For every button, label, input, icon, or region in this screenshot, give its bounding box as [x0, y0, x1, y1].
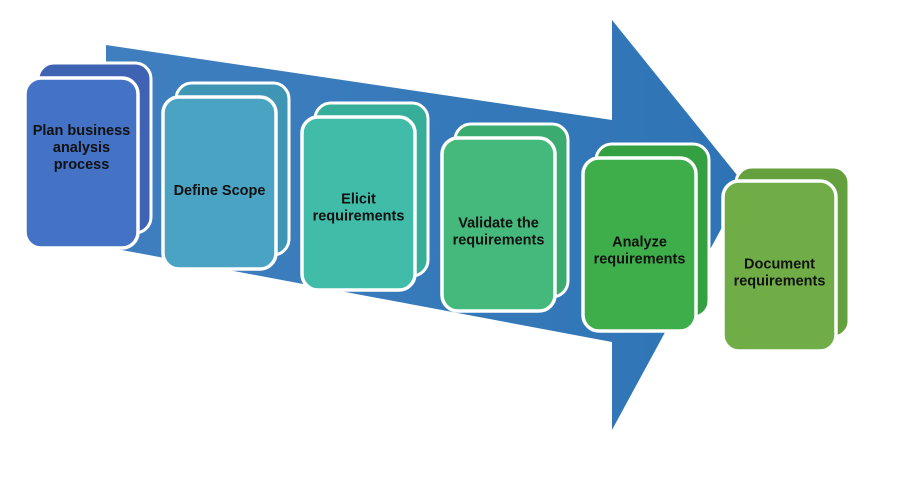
step-label-line: Validate the [458, 216, 539, 232]
step-card [581, 156, 698, 333]
step-label-line: Elicit [341, 192, 376, 208]
step-label-line: Document [744, 257, 815, 273]
step-card [161, 95, 278, 271]
step-label-line: requirements [453, 233, 545, 249]
step-card [300, 115, 417, 292]
step-label-line: Analyze [612, 235, 667, 251]
step-label-line: process [54, 157, 110, 173]
step-label-line: Define Scope [174, 183, 266, 199]
step-label-line: analysis [53, 140, 110, 156]
step-label-line: requirements [594, 252, 686, 268]
step-label-line: requirements [313, 209, 405, 225]
step-card [23, 76, 140, 250]
step-2: Define Scope [161, 81, 291, 271]
step-label-line: Plan business [33, 123, 131, 139]
step-card [721, 179, 838, 353]
step-card [440, 136, 557, 313]
step-label-line: requirements [734, 274, 826, 290]
